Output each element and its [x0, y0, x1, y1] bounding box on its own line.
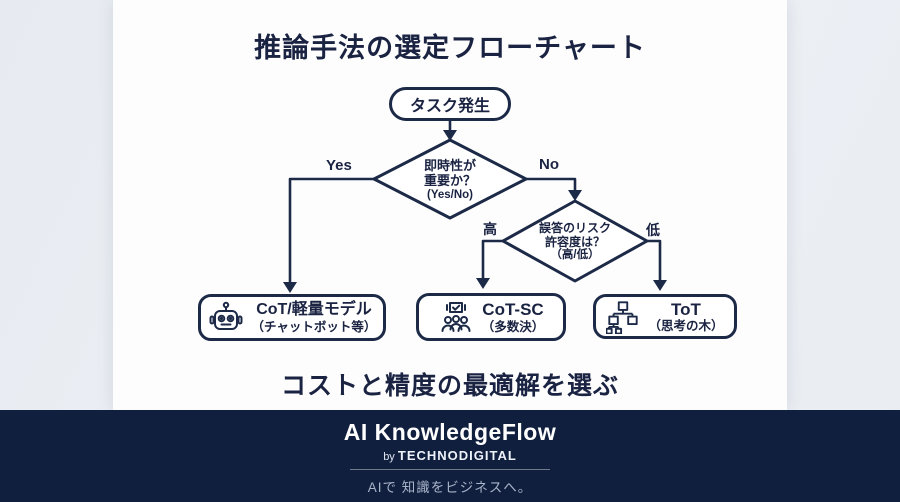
company-name: TECHNODIGITAL [397, 447, 517, 463]
connector-no-branch [524, 177, 577, 193]
decision1-line2: 重要か？ [423, 173, 476, 189]
brand-title: AI KnowledgeFlow [343, 418, 557, 445]
arrowhead-to-result3 [653, 280, 667, 291]
start-node: タスク発生 [389, 87, 511, 121]
footer-banner: AI KnowledgeFlow by TECHNODIGITAL AIで 知識… [0, 410, 900, 502]
decision1-line3: (Yes/No) [426, 188, 473, 201]
result-box-cot: CoT/軽量モデル （チャットボット等） [198, 294, 386, 341]
result-text: ToT （思考の木） [648, 300, 723, 334]
arrowhead-to-decision1 [443, 130, 457, 141]
decision2-diamond [501, 199, 649, 283]
decision2-line2: 許容度は？ [544, 234, 605, 249]
decision2-line3: （高/低） [550, 248, 600, 261]
arrowhead-to-decision2 [568, 190, 582, 201]
decision2-text: 誤答のリスク 許容度は？ （高/低） [517, 219, 633, 264]
robot-icon [208, 300, 244, 336]
group-check-icon [438, 299, 474, 335]
decision1-line1: 即時性が [423, 157, 476, 173]
page-title: 推論手法の選定フローチャート [254, 33, 646, 63]
result-text: CoT-SC （多数決） [482, 300, 545, 334]
connector-yes-branch [288, 177, 376, 285]
branch-label-no: No [539, 156, 559, 173]
byline-prefix: by [383, 450, 395, 463]
footer-tagline: AIで 知識をビジネスへ。 [367, 479, 533, 495]
result-box-tot: ToT （思考の木） [593, 294, 737, 339]
result-title: CoT/軽量モデル [256, 301, 372, 319]
result-subtitle: （思考の木） [648, 319, 724, 334]
connector-low-branch [645, 239, 662, 283]
branch-label-low: 低 [646, 222, 660, 238]
branch-label-high: 高 [483, 221, 497, 237]
decision1-diamond [372, 138, 528, 220]
result-box-cot-sc: CoT-SC （多数決） [416, 293, 566, 341]
result-title: CoT-SC [482, 300, 544, 320]
decision1-text: 即時性が 重要か？ (Yes/No) [395, 157, 505, 203]
arrowhead-to-result1 [283, 282, 297, 293]
result-title: ToT [671, 299, 701, 319]
decision2-line1: 誤答のリスク [538, 220, 611, 235]
connector-high-branch [481, 239, 505, 281]
result-subtitle: （チャットボット等） [251, 319, 377, 334]
bottom-tagline: コストと精度の最適解を選ぶ [280, 372, 619, 400]
flow-connectors [283, 118, 667, 293]
brand-byline: by TECHNODIGITAL [383, 448, 517, 463]
arrowhead-to-result2 [476, 278, 490, 289]
tree-icon [606, 300, 640, 334]
footer-divider [350, 468, 550, 470]
branch-label-yes: Yes [326, 157, 352, 174]
start-node-label: タスク発生 [409, 98, 490, 115]
result-subtitle: （多数決） [481, 319, 545, 334]
result-text: CoT/軽量モデル （チャットボット等） [252, 301, 377, 334]
